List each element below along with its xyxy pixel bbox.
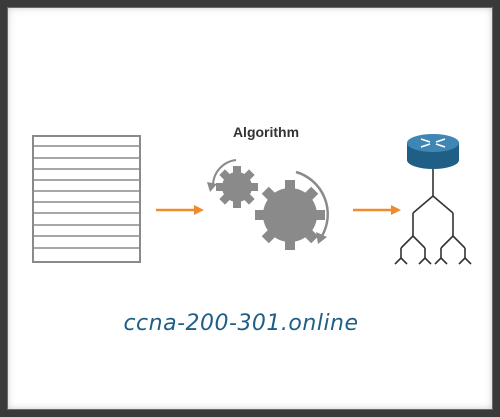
routing-table-icon [32, 135, 141, 263]
arrow-icon [353, 205, 401, 215]
arrow-icon [156, 205, 204, 215]
watermark-text: ccna-200-301.online [123, 311, 358, 336]
router-icon [407, 134, 459, 169]
gear-icon [255, 180, 325, 250]
algorithm-label: Algorithm [233, 124, 299, 140]
rotation-arrow-icon [207, 159, 237, 192]
topology-tree-icon [394, 169, 472, 265]
rotation-arrow-icon [295, 170, 329, 244]
gear-icon [216, 166, 258, 208]
